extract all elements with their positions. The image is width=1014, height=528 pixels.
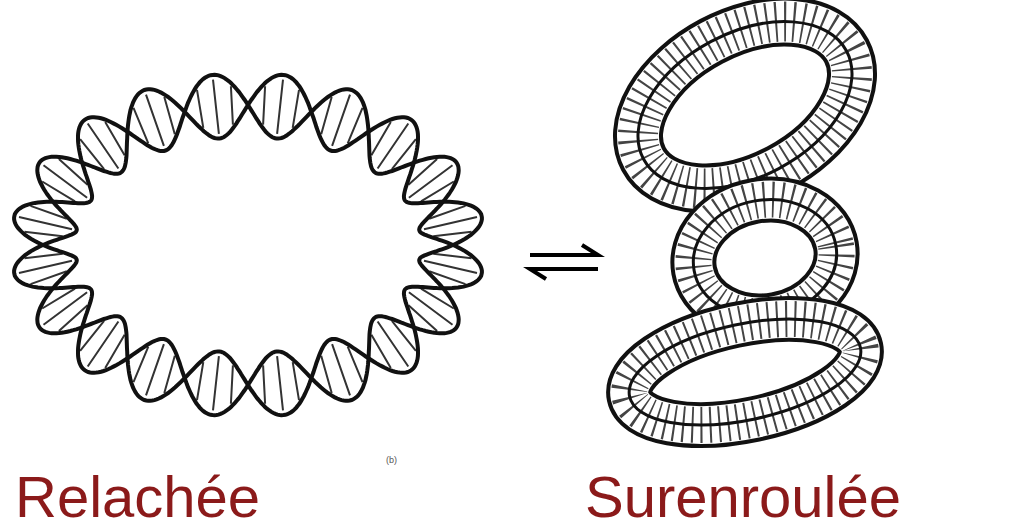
- base-pairs: [19, 80, 477, 411]
- supercoiled-dna: [610, 0, 881, 443]
- forward-arrow: [530, 245, 598, 255]
- caption-label: Relachée: [15, 468, 260, 526]
- relaxed-circular-dna: [14, 75, 482, 415]
- dna-strand: [14, 75, 482, 415]
- caption-label: Surenroulée: [585, 468, 901, 526]
- dna-strand: [14, 75, 482, 415]
- reverse-arrow: [530, 269, 598, 279]
- equilibrium-arrows: [530, 245, 598, 279]
- figure-tag: (b): [386, 456, 397, 465]
